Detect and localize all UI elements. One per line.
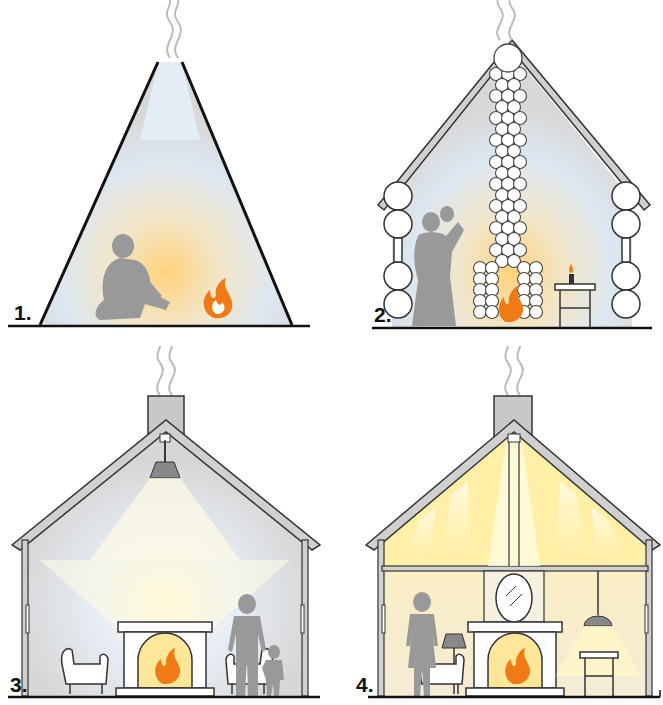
chimney-stone bbox=[474, 306, 487, 319]
panel-number: 2. bbox=[374, 304, 392, 325]
fire bbox=[499, 286, 523, 322]
panel-tent bbox=[8, 0, 310, 326]
panel-number: 1. bbox=[14, 302, 32, 323]
panel-number: 4. bbox=[356, 674, 374, 695]
chimney-stone bbox=[530, 306, 543, 319]
panel-house bbox=[8, 346, 320, 697]
chimney-stone bbox=[486, 306, 499, 319]
panel-number: 3. bbox=[10, 674, 28, 695]
panel-modern-house bbox=[366, 346, 660, 697]
panel-log-cabin bbox=[372, 0, 652, 328]
